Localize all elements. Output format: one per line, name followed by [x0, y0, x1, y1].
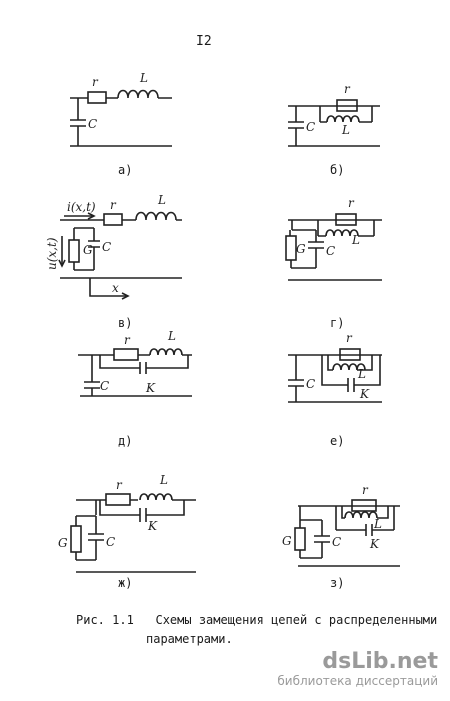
- sublabel-g: г): [330, 316, 345, 330]
- svg-text:L: L: [341, 123, 350, 137]
- svg-text:K: K: [369, 537, 380, 551]
- label-x: x: [112, 281, 119, 295]
- svg-text:G: G: [58, 536, 68, 550]
- figure-caption: Рис. 1.1 Схемы замещения цепей с распред…: [76, 611, 437, 630]
- svg-text:K: K: [359, 387, 370, 401]
- circuit-zh: r L K G C: [58, 473, 196, 573]
- svg-text:C: C: [102, 240, 111, 254]
- sublabel-v: в): [118, 316, 133, 330]
- page-number: I2: [196, 34, 212, 49]
- svg-text:K: K: [147, 519, 158, 533]
- svg-text:L: L: [157, 193, 166, 207]
- watermark-subtitle: библиотека диссертаций: [277, 674, 438, 688]
- circuit-d: r L K C: [78, 329, 192, 397]
- svg-text:r: r: [124, 333, 131, 347]
- svg-text:L: L: [373, 517, 382, 531]
- svg-text:r: r: [344, 82, 351, 96]
- svg-text:G: G: [296, 242, 306, 256]
- label-i: i(x,t): [67, 200, 96, 214]
- circuit-v: i(x,t) r L G C x u(x,t): [45, 193, 182, 300]
- circuit-z: r L K G C: [282, 483, 400, 567]
- svg-text:r: r: [116, 478, 123, 492]
- circuit-a: r L C: [70, 71, 172, 147]
- svg-text:K: K: [145, 381, 156, 395]
- svg-text:r: r: [110, 198, 117, 212]
- svg-text:C: C: [106, 535, 115, 549]
- circuit-e: r L K C: [288, 331, 382, 403]
- svg-text:r: r: [362, 483, 369, 497]
- svg-text:L: L: [167, 329, 176, 343]
- sublabel-d: д): [118, 434, 133, 448]
- sublabel-a: а): [118, 163, 133, 177]
- watermark-logo: dsLib.net: [322, 649, 438, 674]
- label-L: L: [139, 71, 148, 85]
- svg-text:L: L: [159, 473, 168, 487]
- svg-text:C: C: [306, 120, 315, 134]
- svg-text:C: C: [306, 377, 315, 391]
- circuit-g: r L G C: [285, 196, 382, 281]
- sublabel-e: е): [330, 434, 345, 448]
- circuit-b: r L C: [288, 82, 380, 147]
- svg-text:C: C: [100, 379, 109, 393]
- sublabel-z: з): [330, 576, 345, 590]
- svg-text:G: G: [282, 534, 292, 548]
- svg-text:L: L: [351, 233, 360, 247]
- caption-line1: Схемы замещения цепей с распределенными: [155, 613, 438, 627]
- watermark: dsLib.net библиотека диссертаций: [277, 649, 438, 689]
- label-C: C: [88, 117, 97, 131]
- caption-line2: параметрами.: [146, 632, 233, 646]
- label-u: u(x,t): [45, 237, 59, 270]
- svg-text:L: L: [357, 367, 366, 381]
- svg-text:r: r: [348, 196, 355, 210]
- sublabel-b: б): [330, 163, 345, 177]
- caption-prefix: Рис. 1.1: [76, 613, 134, 627]
- label-r: r: [92, 75, 99, 89]
- svg-text:C: C: [332, 535, 341, 549]
- svg-text:r: r: [346, 331, 353, 345]
- svg-text:G: G: [83, 243, 93, 257]
- svg-text:C: C: [326, 244, 335, 258]
- sublabel-zh: ж): [118, 576, 133, 590]
